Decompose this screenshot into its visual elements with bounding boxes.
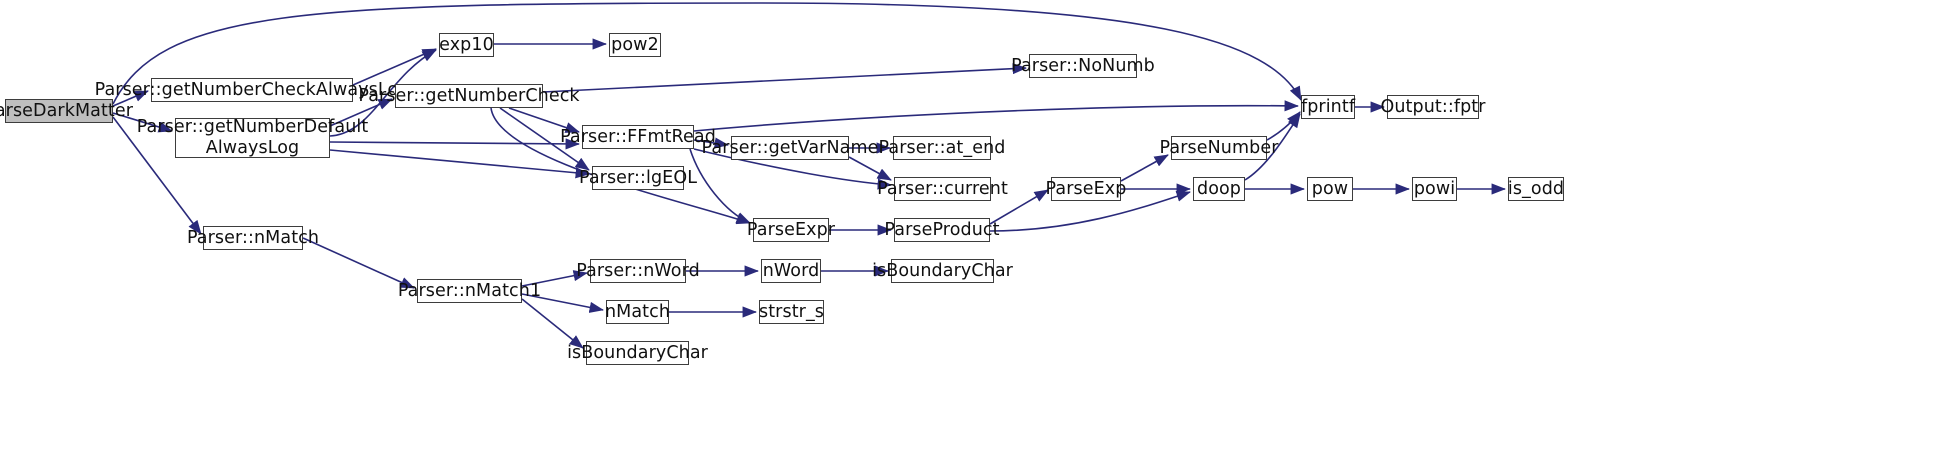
graph-node-ffmtread[interactable]: Parser::FFmtRead <box>560 125 716 149</box>
graph-node-label: ParseExpr <box>746 219 836 240</box>
edge-getvarname-to-current <box>848 156 892 181</box>
edge-getnumbercheck-to-nonumb <box>542 63 1027 93</box>
graph-node-label: Parser::FFmtRead <box>560 126 716 147</box>
graph-node-label: Parser::getVarName <box>701 137 879 158</box>
graph-node-label: Parser::at_end <box>878 137 1006 158</box>
graph-node-label: pow2 <box>611 34 659 55</box>
graph-node-pow2[interactable]: pow2 <box>609 33 661 57</box>
edge-nmatch1-to-isboundarychar_b <box>521 298 584 349</box>
graph-node-exp10[interactable]: exp10 <box>439 33 494 57</box>
graph-node-label: ParseProduct <box>884 219 1000 240</box>
graph-node-parsenumber[interactable]: ParseNumber <box>1160 136 1278 160</box>
graph-node-label: isBoundaryChar <box>872 260 1013 281</box>
graph-node-strstr_s[interactable]: strstr_s <box>759 300 824 324</box>
graph-node-getvarname[interactable]: Parser::getVarName <box>702 136 878 160</box>
graph-node-current[interactable]: Parser::current <box>877 177 1008 201</box>
graph-node-getnumberdefaultalwayslog[interactable]: Parser::getNumberDefault AlwaysLog <box>137 117 368 158</box>
graph-node-nword[interactable]: nWord <box>761 259 821 283</box>
graph-node-label: nMatch <box>604 301 671 322</box>
graph-node-label: Parser::lgEOL <box>578 167 698 188</box>
graph-node-getnumbercheck[interactable]: Parser::getNumberCheck <box>358 84 580 108</box>
edge-group <box>112 2 1506 349</box>
graph-node-label: exp10 <box>439 34 494 55</box>
graph-node-parseexp[interactable]: ParseExp <box>1046 177 1126 201</box>
graph-node-lgeol[interactable]: Parser::lgEOL <box>579 166 697 190</box>
graph-node-getnumbercheckalwayslog[interactable]: Parser::getNumberCheckAlwaysLog <box>95 78 409 102</box>
graph-node-label: powi <box>1413 178 1456 199</box>
graph-node-label: doop <box>1196 178 1242 199</box>
graph-node-nmatch_p[interactable]: Parser::nMatch <box>187 226 319 250</box>
graph-node-isboundarychar_t[interactable]: isBoundaryChar <box>872 259 1013 283</box>
graph-node-label: Output::fptr <box>1380 96 1486 117</box>
graph-node-label: Parser::nMatch1 <box>397 280 542 301</box>
graph-node-label: isBoundaryChar <box>567 342 708 363</box>
graph-node-parseexpr[interactable]: ParseExpr <box>747 218 835 242</box>
graph-node-isboundarychar_b[interactable]: isBoundaryChar <box>567 341 708 365</box>
graph-node-nonumb[interactable]: Parser::NoNumb <box>1011 54 1155 78</box>
graph-node-fprintf[interactable]: fprintf <box>1301 95 1355 119</box>
graph-node-label: nWord <box>762 260 820 281</box>
graph-node-label: Parser::nWord <box>576 260 700 281</box>
graph-node-parsedarkmatter[interactable]: ParseDarkMatter <box>0 99 133 123</box>
graph-node-label: ParseDarkMatter <box>0 100 134 121</box>
graph-node-powi[interactable]: powi <box>1412 177 1457 201</box>
graph-node-label: Parser::nMatch <box>186 227 320 248</box>
edge-parsenumber-to-fprintf <box>1266 111 1301 141</box>
graph-node-label: strstr_s <box>759 301 825 322</box>
graph-node-nmatch[interactable]: nMatch <box>605 300 670 324</box>
edge-ffmtread-to-fprintf <box>693 100 1299 132</box>
graph-node-nmatch1[interactable]: Parser::nMatch1 <box>398 279 541 303</box>
graph-node-label: Parser::getNumberCheckAlwaysLog <box>94 79 410 100</box>
graph-node-label: ParseNumber <box>1159 137 1279 158</box>
graph-node-label: pow <box>1311 178 1349 199</box>
graph-node-label: Parser::NoNumb <box>1011 55 1155 76</box>
graph-node-label: Parser::getNumberCheck <box>358 85 580 106</box>
graph-node-label: Parser::getNumberDefault AlwaysLog <box>136 117 369 158</box>
graph-node-outputfptr[interactable]: Output::fptr <box>1380 95 1485 119</box>
graph-node-label: ParseExp <box>1045 178 1127 199</box>
edge-parseexp-to-parsenumber <box>1120 154 1169 182</box>
graph-node-is_odd[interactable]: is_odd <box>1508 177 1564 201</box>
graph-node-label: is_odd <box>1507 178 1565 199</box>
graph-node-label: fprintf <box>1300 96 1356 117</box>
graph-node-doop[interactable]: doop <box>1193 177 1245 201</box>
graph-node-at_end[interactable]: Parser::at_end <box>879 136 1005 160</box>
graph-node-parseproduct[interactable]: ParseProduct <box>884 218 1000 242</box>
graph-node-pow[interactable]: pow <box>1307 177 1353 201</box>
graph-node-nword_p[interactable]: Parser::nWord <box>576 259 700 283</box>
graph-node-label: Parser::current <box>877 178 1008 199</box>
